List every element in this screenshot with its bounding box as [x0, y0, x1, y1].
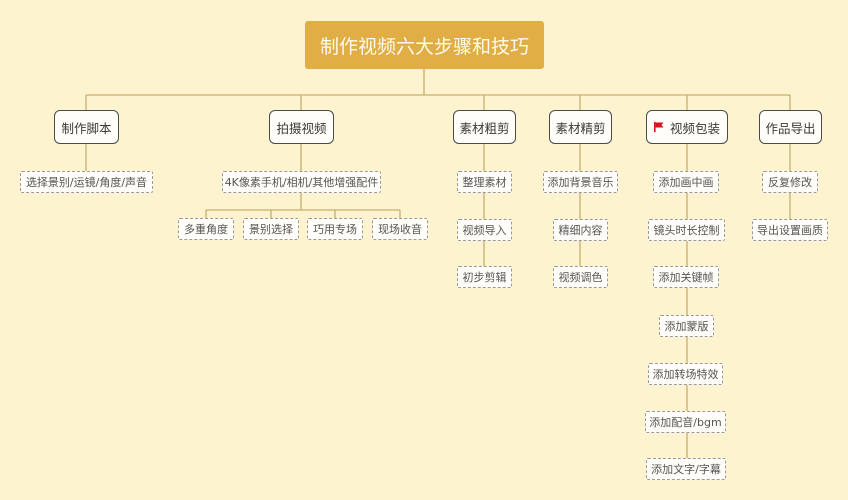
substep-node[interactable]: 导出设置画质 — [752, 219, 828, 241]
substep-node[interactable]: 整理素材 — [457, 171, 512, 193]
substep-node[interactable]: 添加转场特效 — [648, 363, 723, 385]
step-label: 拍摄视频 — [276, 120, 327, 136]
step-node-script[interactable]: 制作脚本 — [54, 110, 119, 144]
substep-node[interactable]: 镜头时长控制 — [648, 219, 725, 241]
substep-node[interactable]: 添加关键帧 — [653, 266, 719, 288]
substep-node[interactable]: 精细内容 — [553, 219, 608, 241]
substep-node[interactable]: 现场收音 — [372, 218, 428, 240]
substep-node[interactable]: 视频导入 — [457, 219, 512, 241]
substep-node[interactable]: 初步剪辑 — [457, 266, 512, 288]
step-label: 制作脚本 — [61, 120, 112, 136]
substep-node[interactable]: 反复修改 — [762, 171, 818, 193]
substep-node[interactable]: 添加配音/bgm — [645, 411, 726, 433]
red-flag-icon — [653, 122, 664, 132]
step-label: 素材粗剪 — [459, 120, 510, 136]
step-node-packaging[interactable]: 视频包装 — [646, 110, 728, 144]
substep-node[interactable]: 4K像素手机/相机/其他增强配件 — [222, 171, 381, 193]
substep-node[interactable]: 选择景别/运镜/角度/声音 — [20, 171, 153, 193]
step-node-shoot[interactable]: 拍摄视频 — [269, 110, 334, 144]
substep-node[interactable]: 巧用专场 — [307, 218, 363, 240]
substep-node[interactable]: 景别选择 — [243, 218, 299, 240]
root-title-node[interactable]: 制作视频六大步骤和技巧 — [305, 21, 544, 69]
substep-node[interactable]: 添加画中画 — [653, 171, 719, 193]
step-node-fine-cut[interactable]: 素材精剪 — [549, 110, 612, 144]
step-label: 素材精剪 — [555, 120, 606, 136]
substep-node[interactable]: 多重角度 — [178, 218, 234, 240]
step-node-rough-cut[interactable]: 素材粗剪 — [453, 110, 516, 144]
substep-node[interactable]: 视频调色 — [553, 266, 608, 288]
root-title: 制作视频六大步骤和技巧 — [319, 35, 529, 58]
step-label: 视频包装 — [669, 120, 720, 136]
step-node-export[interactable]: 作品导出 — [759, 110, 822, 144]
substep-node[interactable]: 添加蒙版 — [659, 315, 714, 337]
substep-node[interactable]: 添加背景音乐 — [543, 171, 618, 193]
step-label: 作品导出 — [765, 120, 816, 136]
substep-node[interactable]: 添加文字/字幕 — [646, 458, 726, 480]
